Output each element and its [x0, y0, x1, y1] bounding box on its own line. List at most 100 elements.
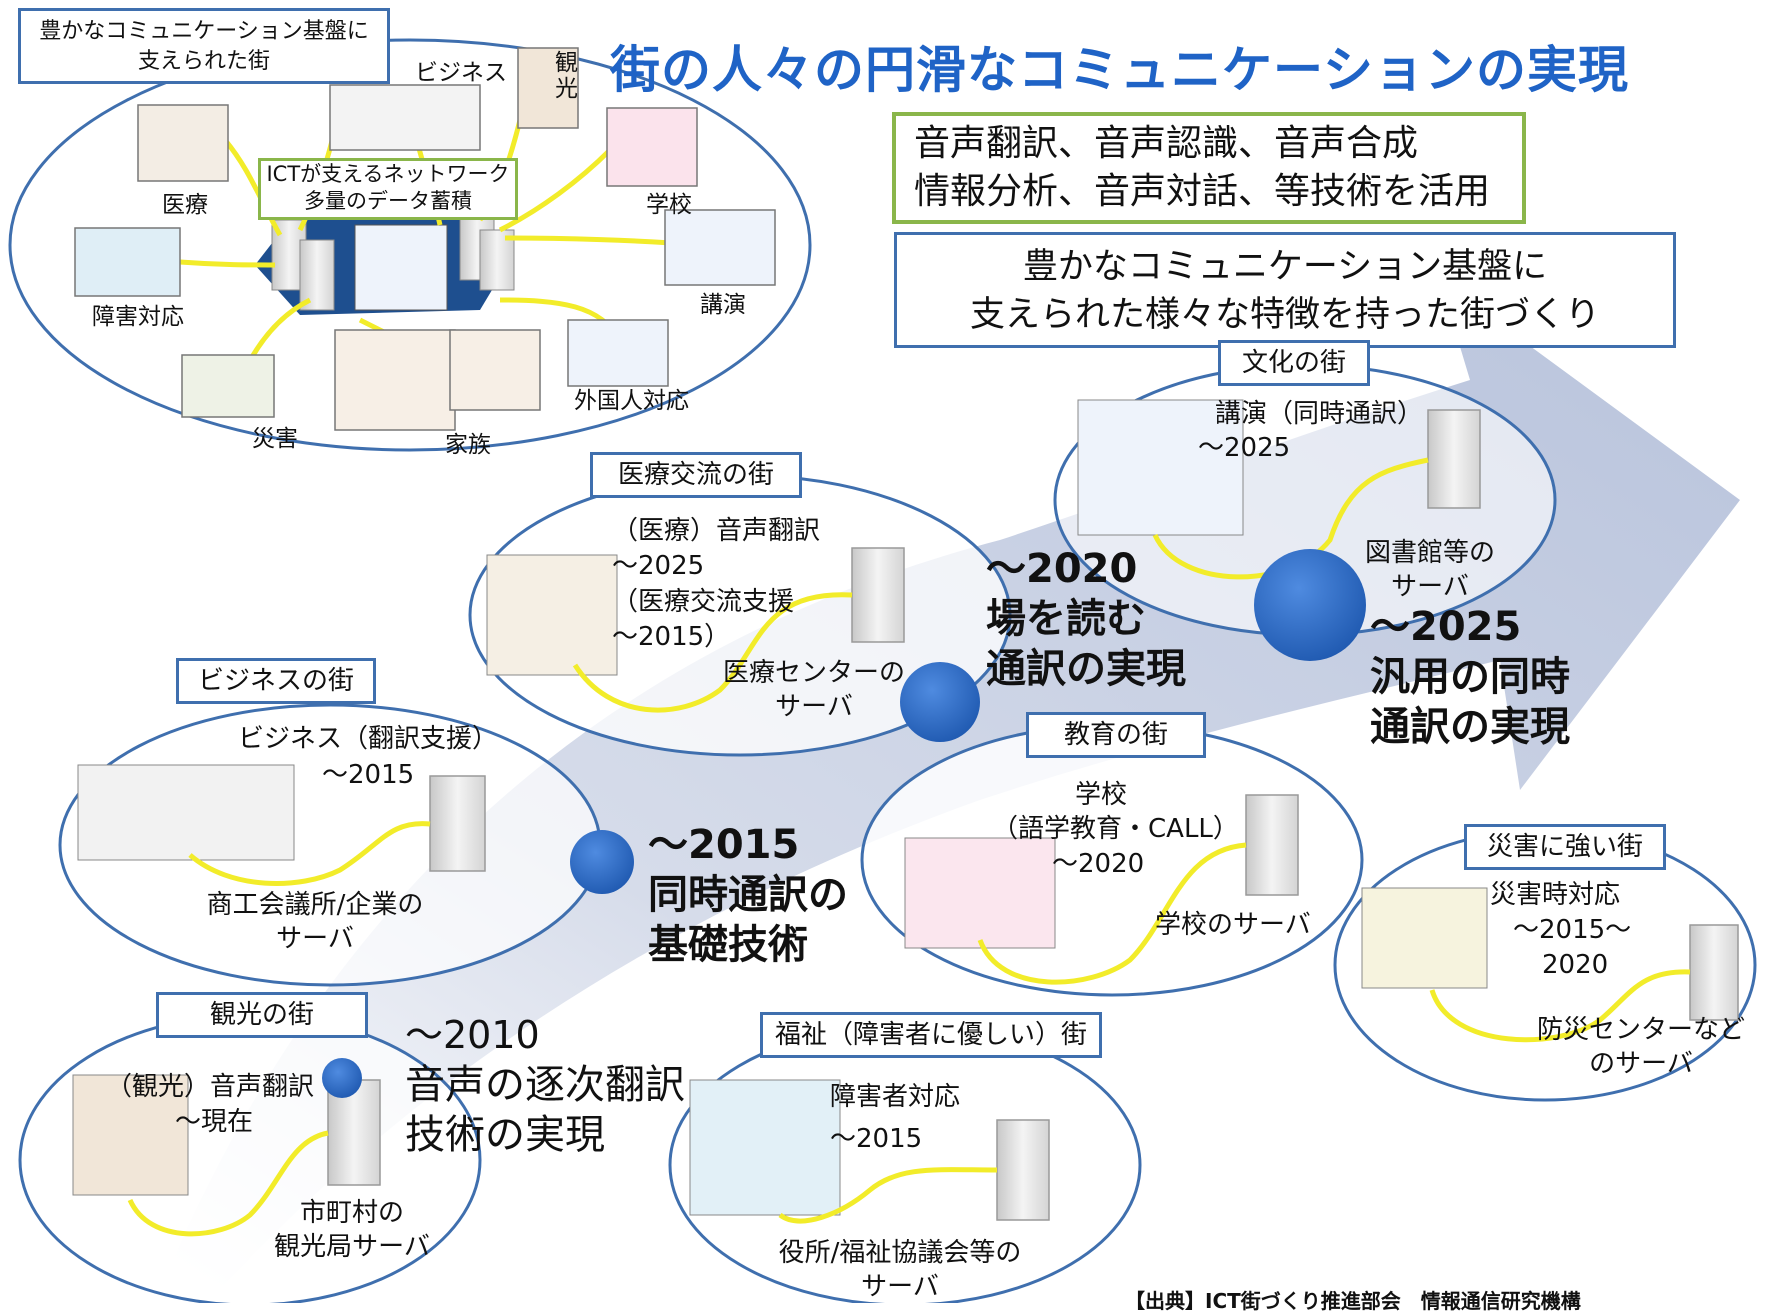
page-title: 街の人々の円滑なコミュニケーションの実現 [610, 41, 1629, 99]
technology-line-2: 情報分析、音声対話、等技術を活用 [914, 171, 1491, 212]
milestone-2015-line-1: 同時通訳の [648, 872, 848, 918]
culture-server-label: 図書館等の サーバ [1352, 536, 1508, 604]
town-servers [327, 409, 1739, 1221]
disaster-service-line-3: 2020 [1542, 950, 1609, 980]
disaster-server-line-2: のサーバ [1589, 1049, 1693, 1079]
milestone-2010-line-2: 技術の実現 [405, 1112, 605, 1158]
overview-item-disaster: 災害 [252, 426, 298, 452]
overview-item-school: 学校 [646, 192, 692, 218]
overview-item-foreigners: 外国人対応 [574, 388, 689, 414]
welfare-server-line-1: 役所/福祉協議会等の [778, 1238, 1022, 1268]
source-note: 【出典】ICT街づくり推進部会 情報通信研究機構 [1125, 1289, 1581, 1313]
headline-line-1: 豊かなコミュニケーション基盤に [1022, 247, 1548, 287]
medical-illustration [486, 554, 618, 676]
medical-server-line-1: 医療センターの [722, 658, 905, 688]
medical-service-line-3: （医療交流支援 [612, 587, 795, 617]
milestone-2020-line-2: 通訳の実現 [986, 646, 1186, 692]
business-service-line-2: ～2015 [322, 760, 415, 790]
town-cables [127, 457, 1691, 1237]
overview-item-lecture: 講演 [700, 292, 746, 318]
welfare-illustration [689, 1079, 841, 1216]
milestone-2010-line-1: 音声の逐次翻訳 [405, 1062, 685, 1108]
business-server-line-1: 商工会議所/企業の [206, 890, 424, 920]
disaster-server-label: 防災センターなど のサーバ [1530, 1013, 1752, 1081]
headline-line-2: 支えられた様々な特徴を持った街づくり [969, 295, 1600, 335]
milestone-dot-2010 [322, 1058, 362, 1098]
business-service-line-1: ビジネス（翻訳支援） [238, 724, 499, 754]
education-illustration [904, 837, 1056, 949]
disaster-service-line-2: ～2015～ [1513, 915, 1632, 945]
disaster-town-tag: 災害に強い街 [1464, 824, 1666, 870]
culture-town-tag: 文化の街 [1218, 340, 1370, 386]
network-label-line-2: 多量のデータ蓄積 [304, 189, 472, 213]
medical-server-label: 医療センターの サーバ [718, 656, 910, 724]
milestone-2025-line-1: 汎用の同時 [1370, 654, 1570, 700]
medical-town-tag: 医療交流の街 [590, 452, 802, 498]
medical-service-line-2: ～2025 [612, 551, 705, 581]
overview-item-family: 家族 [445, 432, 491, 458]
overview-illustrations [74, 47, 776, 431]
culture-illustration [1077, 399, 1244, 536]
tourism-server-line-1: 市町村の [299, 1198, 404, 1228]
milestone-2025-line-2: 通訳の実現 [1370, 704, 1570, 750]
milestone-2020: ～2020 場を読む 通訳の実現 [986, 544, 1186, 694]
overview-item-business: ビジネス [415, 60, 507, 86]
welfare-server-label: 役所/福祉協議会等の サーバ [760, 1236, 1040, 1304]
tourism-server-line-2: 観光局サーバ [274, 1232, 430, 1262]
business-server-line-2: サーバ [276, 924, 354, 954]
milestone-2020-year: ～2020 [986, 546, 1138, 592]
business-town-tag: ビジネスの街 [176, 658, 376, 704]
business-server-label: 商工会議所/企業の サーバ [190, 888, 440, 956]
disaster-illustration [1361, 887, 1488, 989]
education-town-tag: 教育の街 [1026, 712, 1206, 758]
disaster-service-line-1: 災害時対応 [1490, 880, 1621, 910]
overview-label: 豊かなコミュニケーション基盤に 支えられた街 [18, 8, 390, 84]
education-server-line-1: 学校のサーバ [1155, 910, 1311, 940]
milestone-2025-year: ～2025 [1370, 604, 1522, 650]
hub-meeting-illustration [354, 224, 448, 311]
education-service-line-2: （語学教育・CALL） [992, 814, 1239, 844]
medical-service-line-1: （医療）音声翻訳 [612, 516, 821, 546]
network-label: ICTが支えるネットワーク 多量のデータ蓄積 [258, 158, 518, 220]
education-service-line-3: ～2020 [1052, 849, 1145, 879]
milestone-2015-line-2: 基礎技術 [648, 922, 808, 968]
headline-box: 豊かなコミュニケーション基盤に 支えられた様々な特徴を持った街づくり [894, 232, 1676, 348]
culture-server-line-1: 図書館等の [1364, 538, 1495, 568]
tourism-town-tag: 観光の街 [156, 992, 368, 1038]
medical-service-line-4: ～2015） [612, 622, 731, 652]
milestone-dot-2020 [900, 662, 980, 742]
medical-server-line-2: サーバ [775, 692, 853, 722]
welfare-service-line-2: ～2015 [830, 1124, 923, 1154]
education-service-line-1: 学校 [1075, 780, 1128, 810]
culture-service-line-2: ～2025 [1198, 433, 1291, 463]
network-label-line-1: ICTが支えるネットワーク [266, 162, 510, 186]
milestone-2015-year: ～2015 [648, 822, 800, 868]
milestone-2010: ～2010 音声の逐次翻訳 技術の実現 [405, 1010, 685, 1160]
milestone-2020-line-1: 場を読む [986, 596, 1146, 642]
welfare-town-tag: 福祉（障害者に優しい）街 [760, 1012, 1102, 1058]
culture-service-line-1: 講演（同時通訳） [1215, 399, 1424, 429]
culture-server-line-2: サーバ [1391, 572, 1469, 602]
business-illustration [77, 764, 295, 861]
milestone-2025: ～2025 汎用の同時 通訳の実現 [1370, 602, 1570, 752]
milestone-dot-2015 [570, 830, 634, 894]
milestone-2015: ～2015 同時通訳の 基礎技術 [648, 820, 848, 970]
welfare-service-line-1: 障害者対応 [830, 1082, 961, 1112]
milestone-2010-year: ～2010 [405, 1013, 540, 1057]
tourism-server-label: 市町村の 観光局サーバ [262, 1196, 442, 1264]
overview-label-line-2: 支えられた街 [137, 49, 270, 74]
overview-item-disability: 障害対応 [92, 304, 184, 330]
technology-box: 音声翻訳、音声認識、音声合成 情報分析、音声対話、等技術を活用 [892, 112, 1526, 224]
technology-line-1: 音声翻訳、音声認識、音声合成 [914, 123, 1419, 164]
welfare-server-line-2: サーバ [861, 1272, 939, 1302]
tourism-service-line-1: （観光）音声翻訳 [106, 1072, 315, 1102]
milestone-dot-2025 [1254, 549, 1366, 661]
overview-item-medical: 医療 [162, 192, 208, 218]
overview-label-line-1: 豊かなコミュニケーション基盤に [39, 19, 369, 44]
disaster-server-line-1: 防災センターなど [1536, 1015, 1745, 1045]
tourism-service-line-2: ～現在 [175, 1107, 254, 1137]
tourism-illustration [72, 1074, 189, 1196]
overview-item-tourism: 観光 [555, 50, 578, 102]
